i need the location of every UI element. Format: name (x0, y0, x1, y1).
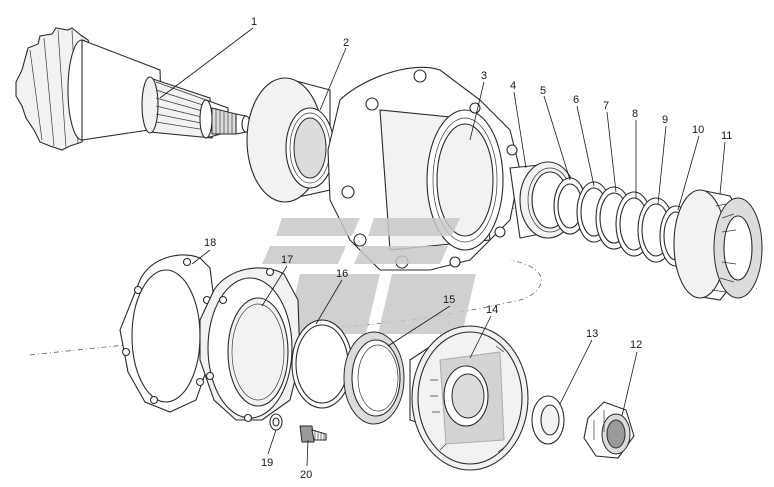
part-14-flange (409, 325, 529, 471)
callout-19: 19 (261, 457, 273, 469)
part-12-nut (583, 401, 635, 459)
callout-1: 1 (251, 16, 257, 28)
callout-5: 5 (540, 85, 546, 97)
part-16-o-ring (291, 319, 353, 409)
part-20-bolt (299, 425, 327, 443)
part-13-washer (531, 395, 565, 445)
callout-9: 9 (662, 114, 668, 126)
callout-20: 20 (300, 469, 312, 481)
callout-6: 6 (573, 94, 579, 106)
callout-labels: 1 2 3 4 5 6 7 8 9 10 11 12 13 14 15 16 1… (204, 16, 732, 481)
part-17-cover (199, 267, 301, 423)
callout-18: 18 (204, 237, 216, 249)
callout-15: 15 (443, 294, 455, 306)
leader-lines (159, 27, 726, 467)
watermark-logo (262, 218, 476, 334)
part-19-small-washer (269, 413, 283, 431)
callout-2: 2 (343, 37, 349, 49)
part-1-pinion-shaft (15, 27, 251, 151)
part-3-housing (327, 66, 521, 271)
callout-7: 7 (603, 100, 609, 112)
part-2-bearing (246, 77, 335, 203)
callout-14: 14 (486, 304, 498, 316)
part-11-roller-bearing (673, 189, 763, 301)
part-15-lip-seal (343, 331, 405, 425)
parts-5-10-rings (553, 177, 693, 267)
callout-11: 11 (721, 130, 732, 142)
callout-13: 13 (586, 328, 598, 340)
callout-4: 4 (510, 80, 516, 92)
callout-12: 12 (630, 339, 642, 351)
callout-17: 17 (281, 254, 293, 266)
callout-10: 10 (692, 124, 704, 136)
callout-16: 16 (336, 268, 348, 280)
callout-3: 3 (481, 70, 487, 82)
callout-8: 8 (632, 108, 638, 120)
part-18-gasket (119, 254, 215, 413)
